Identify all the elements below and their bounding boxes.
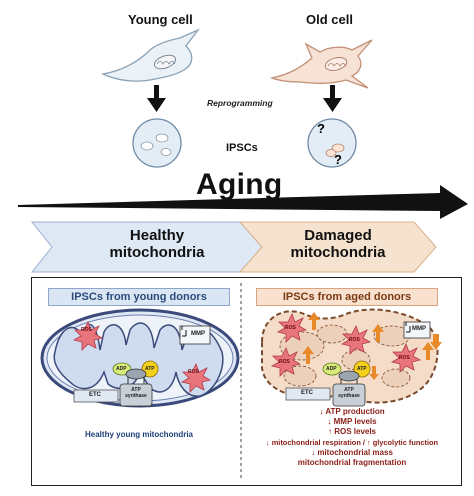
old-mmp-label: MMP — [412, 326, 426, 332]
arrow-down-old-head — [323, 98, 342, 112]
effect-mmp-levels: ↓ MMP levels — [327, 417, 377, 427]
old-ros-label-3: ROS — [349, 337, 360, 343]
damaged-chevron — [238, 221, 437, 273]
effect-mitochondrial-mass: ↓ mitochondrial mass — [311, 447, 393, 457]
question-mark-2: ? — [334, 152, 342, 167]
question-mark-1: ? — [317, 121, 325, 136]
ipscs-label: IPSCs — [226, 142, 258, 154]
arrow-down-young-head — [147, 98, 166, 112]
young-atp-label: ATP — [145, 366, 155, 372]
arrow-down-old-shaft — [330, 85, 335, 99]
young-mmp-label: MMP — [191, 331, 205, 337]
young-atp-synthase-label: ATP synthase — [125, 387, 147, 399]
stage-chevrons — [30, 221, 437, 273]
young-donors-header: IPSCs from young donors — [48, 288, 230, 306]
young-ros-label-1: ROS — [81, 327, 92, 333]
aged-donors-header: IPSCs from aged donors — [256, 288, 438, 306]
reprogramming-label: Reprogramming — [207, 98, 273, 108]
aging-label: Aging — [196, 168, 283, 201]
young-adp-label: ADP — [116, 366, 127, 372]
healthy-mitochondria-label: Healthy mitochondria — [109, 227, 205, 261]
top-illustration — [100, 28, 373, 168]
old-ipsc-cell — [307, 118, 357, 168]
comparison-panel — [31, 277, 462, 486]
young-ipsc-cell — [132, 118, 182, 168]
damaged-mitochondria-label: Damaged mitochondria — [290, 227, 386, 261]
effect-atp-production: ↓ ATP production — [319, 407, 385, 416]
old-atp-label: ATP — [357, 366, 367, 372]
old-atp-synthase-label: ATP synthase — [338, 387, 360, 399]
arrow-down-young-shaft — [154, 85, 159, 99]
aged-effects-list: ↓ ATP production ↓ MMP levels ↑ ROS leve… — [245, 407, 459, 468]
old-etc-label: ETC — [301, 390, 313, 396]
effect-fragmentation: mitochondrial fragmentation — [297, 458, 407, 468]
young-cell-label: Young cell — [128, 12, 193, 27]
old-ros-label-4: ROS — [399, 355, 410, 361]
old-cell-label: Old cell — [306, 12, 353, 27]
old-cell-illustration — [269, 39, 373, 89]
effect-ros-levels: ↑ ROS levels — [327, 427, 377, 437]
young-etc-label: ETC — [89, 392, 101, 398]
old-ros-label-2: ROS — [279, 359, 290, 365]
young-cell-illustration — [100, 28, 201, 82]
aging-arrow — [18, 185, 468, 219]
old-ros-label-1: ROS — [285, 325, 296, 331]
effect-respiration-glycolysis: ↓ mitochondrial respiration / ↑ glycolyt… — [265, 437, 439, 447]
young-caption: Healthy young mitochondria — [85, 430, 194, 439]
young-ros-label-2: ROS — [188, 369, 199, 375]
old-adp-label: ADP — [326, 366, 337, 372]
